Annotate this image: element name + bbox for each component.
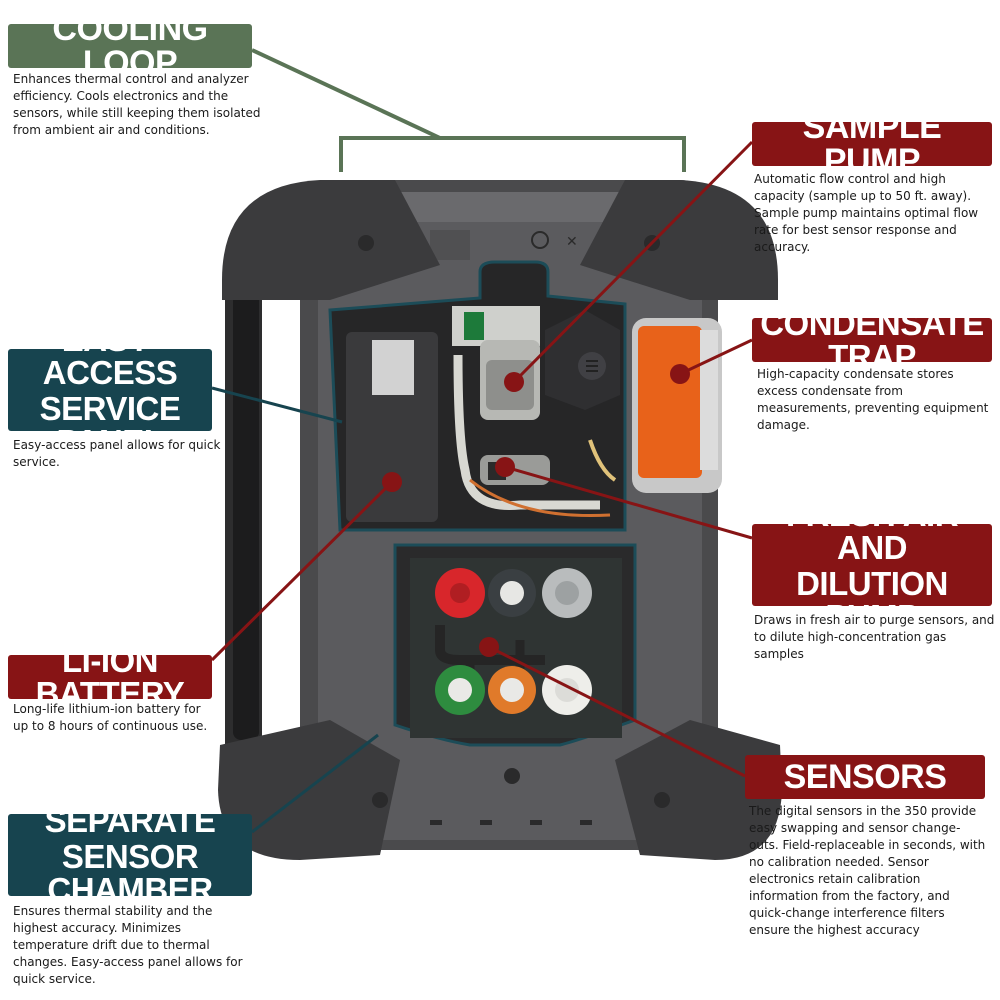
- fresh-air-title-line1: FRESH AIR AND: [785, 495, 959, 566]
- condensate-trap: [632, 318, 722, 493]
- condensate-trap-dot: [670, 364, 690, 384]
- service-panel-leader: [211, 386, 343, 424]
- callout-dots: [382, 364, 690, 657]
- sample-pump-title-text: SAMPLE PUMP: [802, 108, 942, 180]
- sensor-caps: [435, 568, 592, 715]
- sensors-dot: [479, 637, 499, 657]
- leader-lines: [210, 48, 754, 834]
- service-panel-title-line1: EASY-ACCESS: [42, 320, 178, 391]
- sensors-title: SENSORS: [745, 755, 985, 799]
- upper-compartment: [328, 260, 627, 532]
- svg-text:✕: ✕: [566, 234, 578, 250]
- sensors-desc: The digital sensors in the 350 provide e…: [749, 804, 986, 937]
- cooling-loop-title: COOLING LOOP: [8, 12, 252, 80]
- sensor-chamber-title-line2: SENSOR CHAMBER: [47, 838, 213, 908]
- battery-leader: [210, 480, 394, 662]
- li-ion-title: LI-ION BATTERY: [8, 644, 212, 710]
- service-panel-title: EASY-ACCESS SERVICE PANEL: [8, 323, 212, 458]
- sample-pump-dot: [504, 372, 524, 392]
- fresh-air-leader: [504, 465, 753, 540]
- fresh-air-desc: Draws in fresh air to purge sensors, and…: [754, 613, 995, 661]
- sample-pump-leader: [512, 140, 754, 384]
- cooling-loop-title-text: COOLING LOOP: [52, 10, 208, 82]
- sample-pump-desc: Automatic flow control and high capacity…: [754, 172, 979, 254]
- cooling-loop-leader: [251, 48, 441, 140]
- battery-dot: [382, 472, 402, 492]
- service-panel-title-line2: SERVICE PANEL: [39, 389, 181, 460]
- cooling-loop-bracket: [339, 136, 686, 172]
- sensors-title-text: SENSORS: [783, 758, 947, 796]
- sensor-chamber-leader: [251, 733, 379, 834]
- sensor-chamber-title-line1: SEPARATE: [44, 802, 216, 839]
- fresh-air-title: FRESH AIR AND DILUTION PUMP: [752, 498, 992, 633]
- fresh-air-dot: [495, 457, 515, 477]
- sample-pump-title: SAMPLE PUMP: [752, 110, 992, 178]
- sensors-leader: [488, 645, 746, 778]
- condensate-trap-title-text: CONDENSATE TRAP: [760, 305, 984, 375]
- service-panel-desc: Easy-access panel allows for quick servi…: [13, 438, 221, 469]
- fresh-air-title-line2: DILUTION PUMP: [796, 564, 948, 635]
- condensate-trap-title: CONDENSATE TRAP: [752, 307, 992, 373]
- cooling-loop-desc: Enhances thermal control and analyzer ef…: [13, 72, 261, 137]
- condensate-trap-desc: High-capacity condensate stores excess c…: [757, 367, 989, 432]
- li-ion-title-text: LI-ION BATTERY: [35, 642, 185, 712]
- sensor-chamber-desc: Ensures thermal stability and the highes…: [13, 904, 243, 986]
- li-ion-desc: Long-life lithium-ion battery for up to …: [13, 702, 208, 733]
- left-handle: [225, 262, 312, 760]
- condensate-trap-leader: [679, 338, 753, 376]
- battery-pack: [346, 332, 438, 522]
- sensor-chamber-title: SEPARATE SENSOR CHAMBER: [8, 804, 252, 906]
